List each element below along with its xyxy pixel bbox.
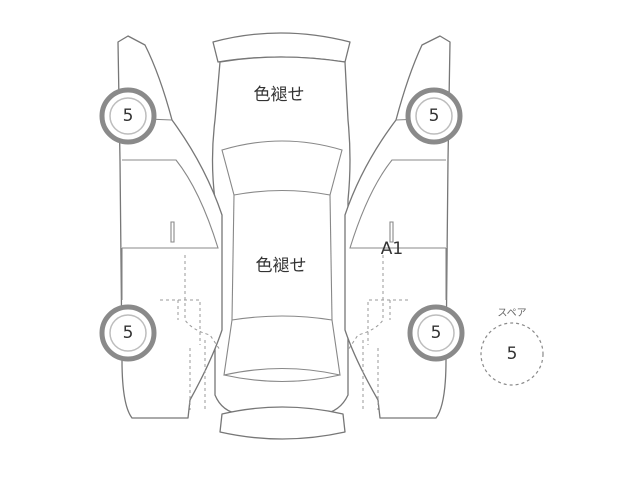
tire-rear-left-value: 5 xyxy=(123,323,134,343)
tire-rear-left: 5 xyxy=(99,304,157,362)
damage-roof-label: 色褪せ xyxy=(254,85,305,105)
spare-tire: スペア 5 xyxy=(480,308,544,386)
tire-front-left-value: 5 xyxy=(123,106,134,126)
damage-right-side-label: A1 xyxy=(381,239,403,259)
spare-label: スペア xyxy=(497,308,526,319)
tire-rear-right-value: 5 xyxy=(431,323,442,343)
spare-value: 5 xyxy=(507,344,518,364)
tire-front-right-value: 5 xyxy=(429,106,440,126)
damage-hood-label: 色褪せ xyxy=(256,256,307,276)
tire-front-left: 5 xyxy=(99,87,157,145)
tire-front-right: 5 xyxy=(405,87,463,145)
car-top-view xyxy=(205,32,358,440)
tire-rear-right: 5 xyxy=(407,304,465,362)
